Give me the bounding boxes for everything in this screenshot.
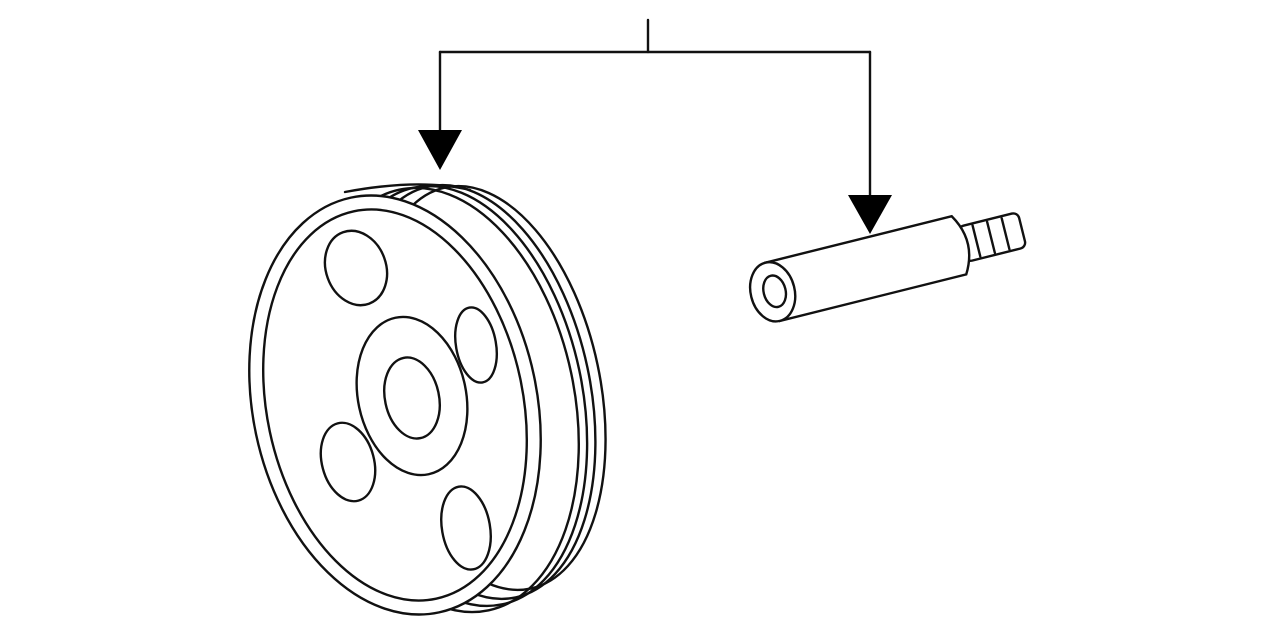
pulley bbox=[248, 183, 607, 616]
pulley-hole bbox=[323, 229, 389, 307]
shaft-end bbox=[748, 260, 797, 323]
pulley-hole bbox=[454, 306, 498, 384]
pulley-flange-edge bbox=[343, 183, 472, 194]
arrowhead-pulley bbox=[418, 130, 462, 170]
pulley-hub bbox=[355, 315, 469, 477]
shaft bbox=[748, 212, 1027, 323]
arrowhead-shaft bbox=[848, 195, 892, 234]
pulley-hole bbox=[440, 485, 492, 571]
pulley-front-inner-rim bbox=[262, 208, 528, 602]
shaft-end-bore bbox=[762, 274, 788, 309]
pulley-bore bbox=[383, 356, 441, 440]
callout-leader bbox=[418, 18, 892, 234]
pulley-hole bbox=[319, 421, 377, 503]
shaft-body bbox=[763, 214, 971, 323]
shaft-spline-ridge bbox=[971, 216, 1011, 258]
